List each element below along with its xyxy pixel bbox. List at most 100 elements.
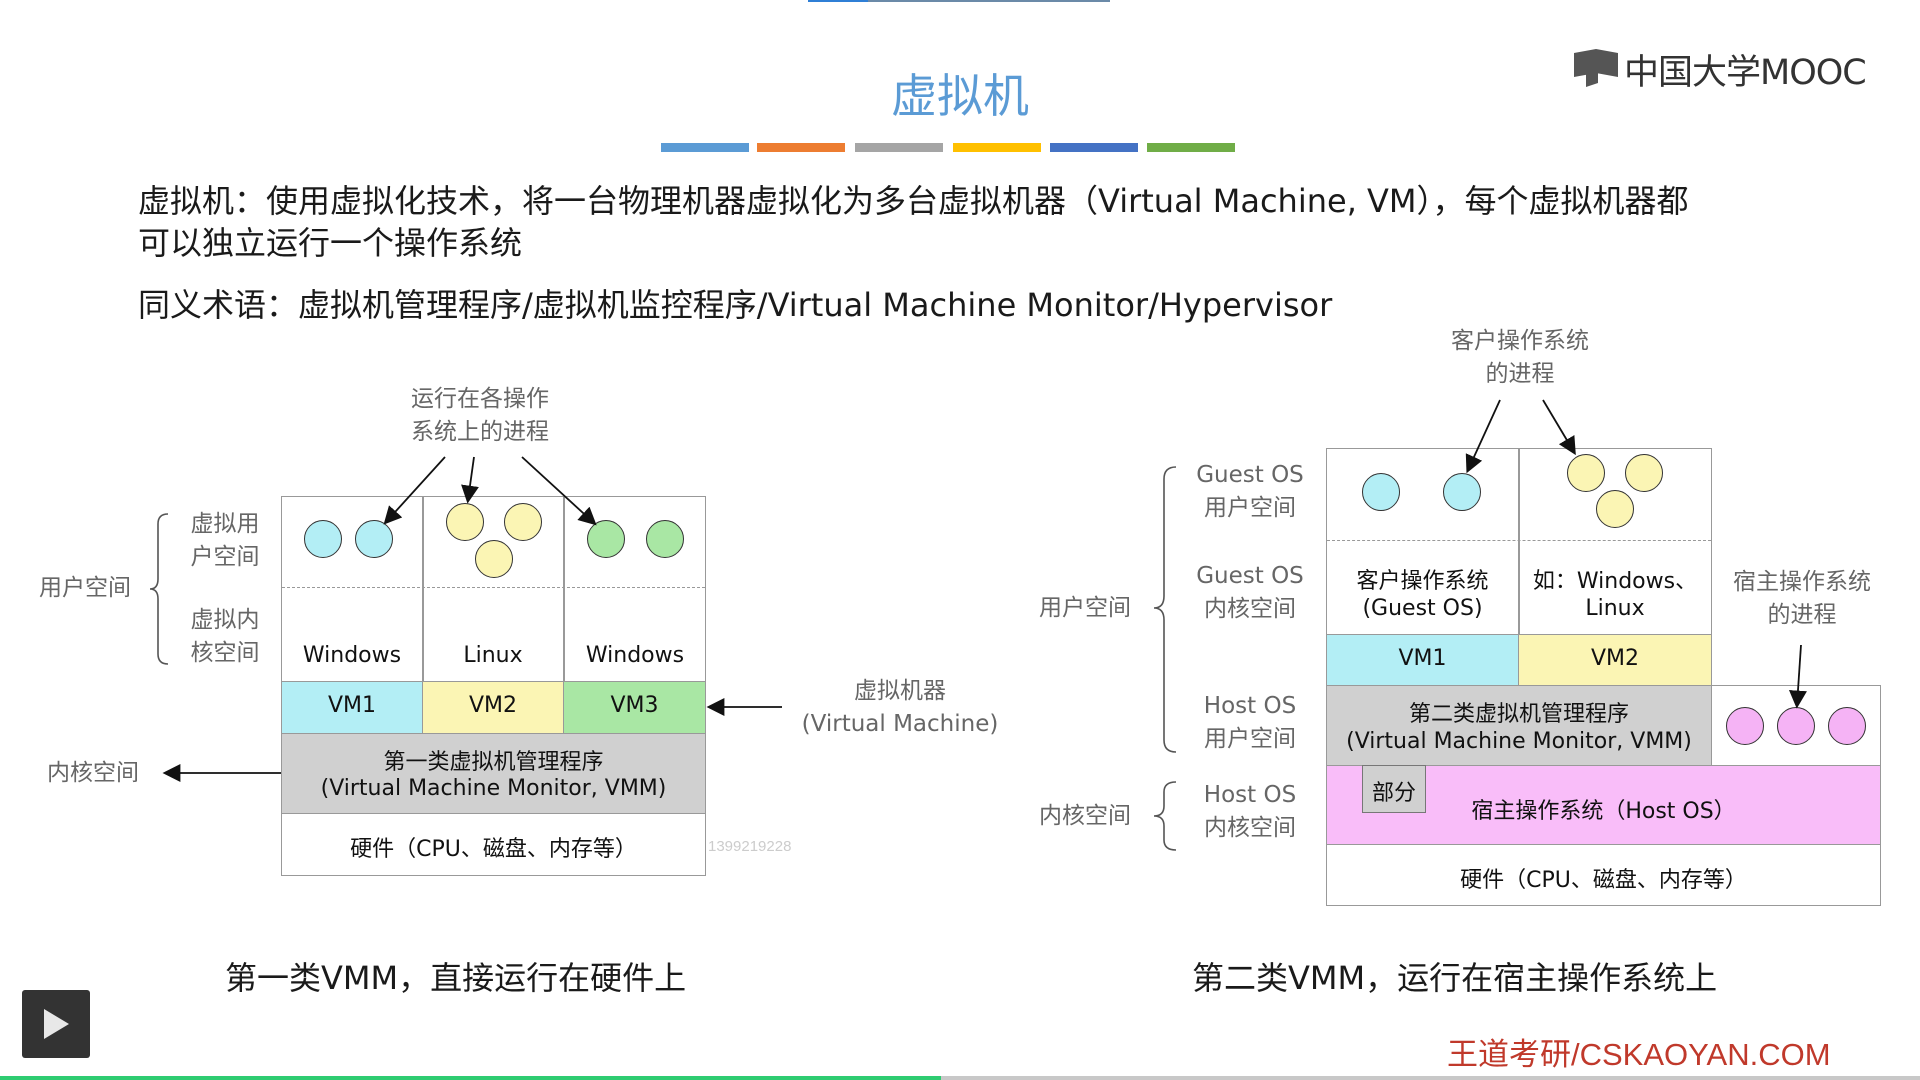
color-bar-1 xyxy=(661,143,749,152)
process-circle xyxy=(1625,454,1663,492)
slide-title: 虚拟机 xyxy=(891,69,1029,123)
left-hardware-box xyxy=(281,813,706,876)
guest-process-label-line2: 的进程 xyxy=(1485,361,1555,387)
color-bar-2 xyxy=(757,143,845,152)
type1-vmm-box xyxy=(281,733,706,814)
mooc-logo-icon xyxy=(1572,47,1620,91)
definition-line-2: 可以独立运行一个操作系统 xyxy=(138,224,523,262)
guest-kernel-space-line2: 内核空间 xyxy=(1204,596,1296,622)
host-process-label-line1: 宿主操作系统 xyxy=(1733,569,1871,595)
guest-user-space-line1: Guest OS xyxy=(1196,462,1304,488)
synonyms-line: 同义术语：虚拟机管理程序/虚拟机监控程序/Virtual Machine Mon… xyxy=(138,286,1333,324)
brace xyxy=(149,513,169,665)
process-circle xyxy=(304,520,342,558)
right-hardware-label: 硬件（CPU、磁盘、内存等） xyxy=(1460,868,1747,893)
left-divider-1 xyxy=(422,496,424,682)
arrow-to-process xyxy=(461,456,479,504)
left-hardware-label: 硬件（CPU、磁盘、内存等） xyxy=(350,837,637,862)
virtual-user-space-line1: 虚拟用 xyxy=(190,511,260,537)
vm2-label: VM2 xyxy=(468,693,518,718)
process-circle xyxy=(504,503,542,541)
mooc-logo: 中国大学MOOC xyxy=(1572,44,1867,94)
vm3-label: VM3 xyxy=(610,693,659,718)
type1-vmm-line1: 第一类虚拟机管理程序 xyxy=(383,750,604,775)
user-space-label: 用户空间 xyxy=(39,575,131,601)
process-circle xyxy=(1362,473,1400,511)
host-kernel-space-line2: 内核空间 xyxy=(1204,815,1296,841)
brace xyxy=(1153,781,1177,851)
example-os-line1: 如：Windows、 xyxy=(1532,569,1698,594)
right-hardware-box xyxy=(1326,844,1881,906)
os-label-3: Windows xyxy=(585,643,685,668)
host-os-label: 宿主操作系统（Host OS） xyxy=(1471,799,1736,824)
mooc-logo-text: 中国大学MOOC xyxy=(1624,52,1867,93)
host-kernel-space-line1: Host OS xyxy=(1203,782,1297,808)
vm1-label: VM1 xyxy=(327,693,377,718)
right-dashed-separator xyxy=(1327,540,1711,541)
os-label-1: Windows xyxy=(302,643,402,668)
left-dashed-separator xyxy=(282,587,705,588)
progress-fill xyxy=(0,1076,941,1080)
process-circle xyxy=(1777,707,1815,745)
process-circle xyxy=(355,520,393,558)
processes-label-line1: 运行在各操作 xyxy=(411,386,549,412)
arrow-to-process xyxy=(1465,399,1501,474)
process-circle xyxy=(1828,707,1866,745)
host-user-space-line2: 用户空间 xyxy=(1204,726,1296,752)
left-divider-2 xyxy=(563,496,565,682)
example-os-line2: Linux xyxy=(1585,596,1645,621)
right-divider xyxy=(1518,448,1520,635)
brace xyxy=(1153,466,1177,753)
right-kernel-space-label: 内核空间 xyxy=(1039,803,1131,829)
play-button[interactable] xyxy=(22,990,90,1058)
left-caption: 第一类VMM，直接运行在硬件上 xyxy=(225,959,687,997)
guest-process-label-line1: 客户操作系统 xyxy=(1451,328,1589,354)
partial-box xyxy=(1362,765,1426,813)
definition-line-1: 虚拟机：使用虚拟化技术，将一台物理机器虚拟化为多台虚拟机器（Virtual Ma… xyxy=(138,182,1689,220)
arrow-to-process xyxy=(383,456,446,525)
virtual-user-space-line2: 户空间 xyxy=(190,544,260,570)
watermark-text: 1399219228 xyxy=(708,838,792,855)
process-circle xyxy=(1567,454,1605,492)
process-circle xyxy=(475,540,513,578)
process-circle xyxy=(1443,473,1481,511)
kernel-space-label: 内核空间 xyxy=(47,760,139,786)
top-accent-line xyxy=(808,0,1110,2)
type2-vmm-line2: (Virtual Machine Monitor, VMM) xyxy=(1346,729,1692,754)
process-circle xyxy=(446,503,484,541)
process-circle xyxy=(587,520,625,558)
guest-user-space-line2: 用户空间 xyxy=(1204,495,1296,521)
right-user-space-label: 用户空间 xyxy=(1039,595,1131,621)
right-vm1-label: VM1 xyxy=(1398,646,1447,671)
virtual-kernel-space-line2: 核空间 xyxy=(190,640,260,666)
footer-brand: 王道考研/CSKAOYAN.COM xyxy=(1447,1037,1831,1072)
host-process-label-line2: 的进程 xyxy=(1767,602,1837,628)
virtual-machine-label-line2: (Virtual Machine) xyxy=(801,711,999,737)
arrow-to-process xyxy=(521,456,597,526)
guest-os-label-line2: (Guest OS) xyxy=(1362,596,1483,621)
progress-track[interactable] xyxy=(0,1076,1920,1080)
color-bar-6 xyxy=(1147,143,1235,152)
partial-label: 部分 xyxy=(1371,781,1416,806)
play-icon xyxy=(44,1009,69,1039)
virtual-machine-label-line1: 虚拟机器 xyxy=(854,678,946,704)
type1-vmm-line2: (Virtual Machine Monitor, VMM) xyxy=(320,776,667,801)
host-user-space-line1: Host OS xyxy=(1203,693,1297,719)
right-vm2-label: VM2 xyxy=(1590,646,1640,671)
guest-os-label-line1: 客户操作系统 xyxy=(1356,569,1489,594)
process-circle xyxy=(1596,490,1634,528)
virtual-kernel-space-line1: 虚拟内 xyxy=(190,607,260,633)
guest-kernel-space-line1: Guest OS xyxy=(1196,563,1304,589)
process-circle xyxy=(1726,707,1764,745)
color-bar-5 xyxy=(1050,143,1138,152)
processes-label-line2: 系统上的进程 xyxy=(411,419,549,445)
arrow-to-process xyxy=(1788,644,1807,709)
right-caption: 第二类VMM，运行在宿主操作系统上 xyxy=(1192,959,1718,997)
right-vm1-cell xyxy=(1326,634,1519,686)
color-bar-3 xyxy=(855,143,943,152)
arrow-to-process xyxy=(1542,399,1576,456)
process-circle xyxy=(646,520,684,558)
os-label-2: Linux xyxy=(463,643,523,668)
type2-vmm-line1: 第二类虚拟机管理程序 xyxy=(1408,702,1629,727)
